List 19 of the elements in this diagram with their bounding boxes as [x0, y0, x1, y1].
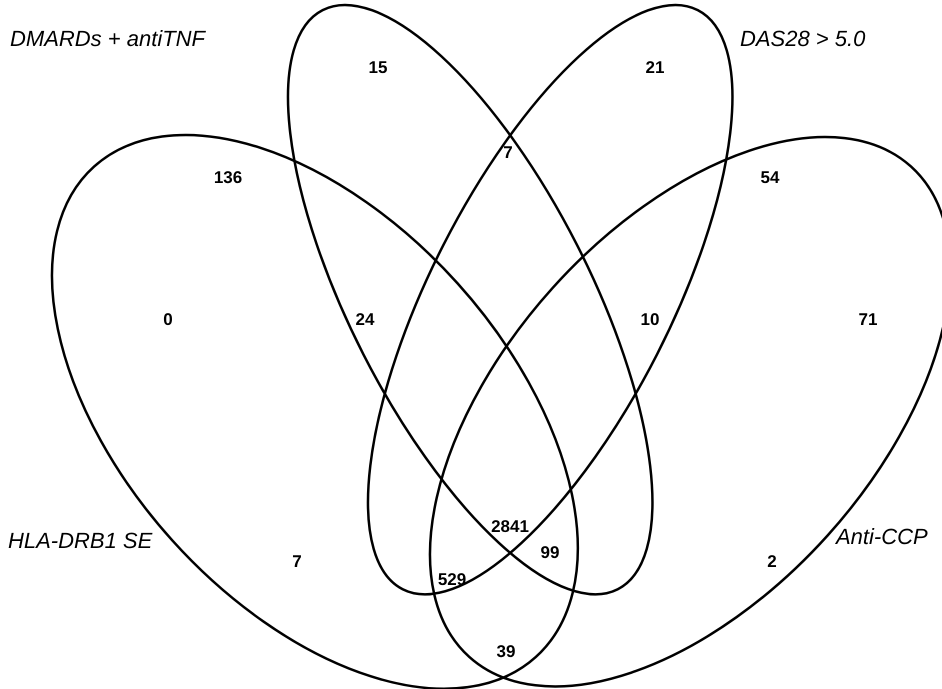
- count-label: 2841: [491, 517, 529, 537]
- count-label: 71: [858, 310, 878, 330]
- count-label: 7: [292, 552, 302, 572]
- count-label: 21: [646, 58, 664, 78]
- count-label: 529: [438, 570, 466, 590]
- count-label: 99: [540, 543, 560, 563]
- count-label: 2: [767, 552, 777, 572]
- set-label: DMARDs + antiTNF: [10, 26, 205, 52]
- count-label: 24: [356, 310, 374, 330]
- count-label: 136: [214, 168, 242, 188]
- count-label: 39: [496, 642, 516, 662]
- count-label: 10: [640, 310, 660, 330]
- count-label: 15: [368, 58, 388, 78]
- count-label: 7: [503, 143, 513, 163]
- set-label: Anti-CCP: [836, 524, 928, 550]
- set-label: DAS28 > 5.0: [740, 26, 866, 52]
- count-label: 54: [760, 168, 780, 188]
- set-label: HLA-DRB1 SE: [8, 528, 152, 554]
- count-label: 0: [163, 310, 173, 330]
